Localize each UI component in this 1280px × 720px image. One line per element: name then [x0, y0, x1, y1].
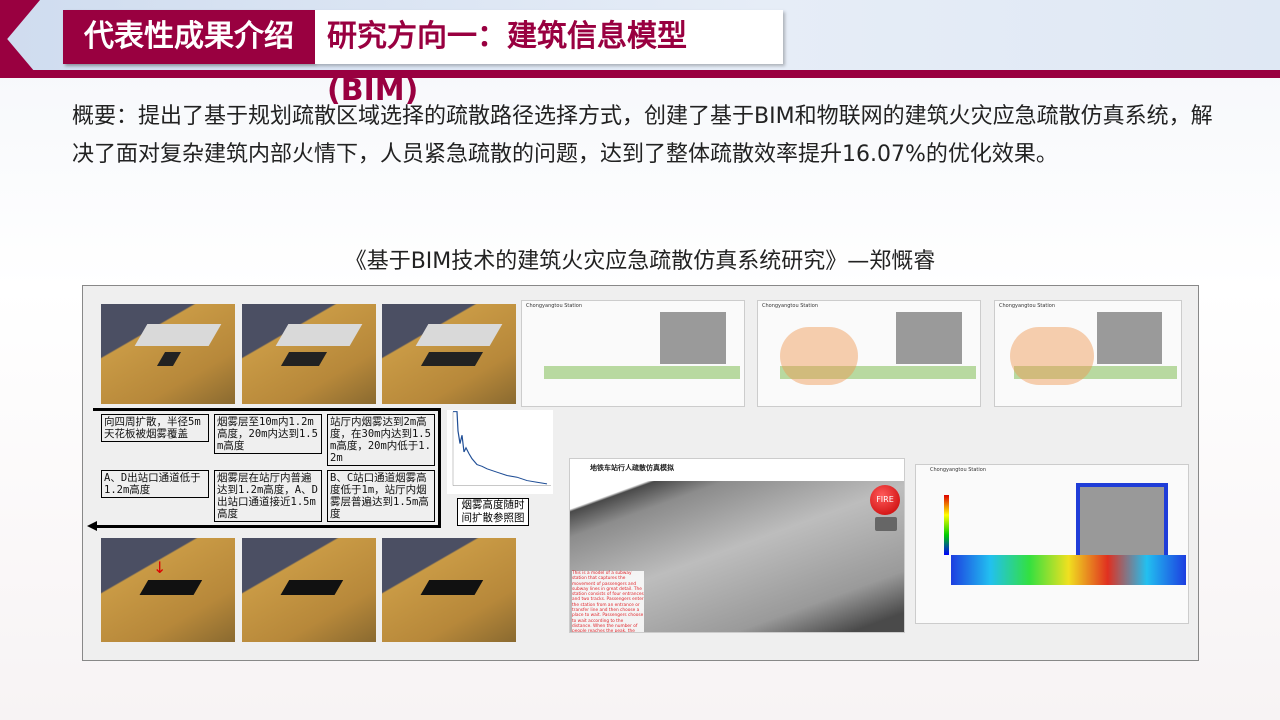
flow-arrow: [93, 525, 441, 528]
evacuation-simulation-3d: 地铁车站行人疏散仿真模拟 This is a model of a subway…: [569, 458, 905, 633]
station-plan-3: Chongyangtou Station: [994, 300, 1182, 407]
flow-box: 烟雾层在站厅内普遍达到1.2m高度，A、D出站口通道接近1.5m高度: [214, 470, 322, 522]
flow-diagram: [93, 408, 441, 528]
flow-box: A、D出站口通道低于1.2m高度: [101, 470, 209, 498]
chart-caption: 烟雾高度随时间扩散参照图: [457, 498, 529, 526]
figure-panel: Chongyangtou Station Chongyangtou Statio…: [82, 285, 1199, 661]
figure-caption: 《基于BIM技术的建筑火灾应急疏散仿真系统研究》—郑慨睿: [344, 249, 936, 274]
arrow-left-icon: [87, 521, 97, 531]
sim-description: This is a model of a subway station that…: [572, 571, 644, 632]
flow-box: 站厅内烟雾达到2m高度，在30m内达到1.5m高度，20m内低于1.2m: [327, 414, 435, 466]
smoke-render-5: [242, 538, 376, 642]
smoke-render-6: [382, 538, 516, 642]
arrow-down-icon: ↓: [153, 558, 167, 577]
plan-header: Chongyangtou Station: [999, 303, 1055, 309]
flow-box: 向四周扩散，半径5m天花板被烟雾覆盖: [101, 414, 209, 442]
plan-header: Chongyangtou Station: [526, 303, 582, 309]
fire-alarm-button[interactable]: FIRE: [870, 485, 900, 515]
evacuation-heatmap: Chongyangtou Station: [915, 464, 1189, 624]
summary-text: 概要：提出了基于规划疏散区域选择的疏散路径选择方式，创建了基于BIM和物联网的建…: [72, 104, 1213, 167]
section-title: 代表性成果介绍: [63, 10, 315, 64]
smoke-render-4: ↓: [101, 538, 235, 642]
station-plan-2: Chongyangtou Station: [757, 300, 981, 407]
smoke-render-1: [101, 304, 235, 404]
smoke-render-3: [382, 304, 516, 404]
header-band: [0, 70, 1280, 78]
smoke-height-chart: [447, 410, 553, 494]
smoke-render-2: [242, 304, 376, 404]
flow-box: B、C站口通道烟雾高度低于1m，站厅内烟雾层普遍达到1.5m高度: [327, 470, 435, 522]
slide-title: 研究方向一：建筑信息模型 (BIM): [315, 10, 783, 108]
plan-header: Chongyangtou Station: [930, 467, 986, 473]
plan-header: Chongyangtou Station: [762, 303, 818, 309]
smoke-height-line: [453, 411, 548, 485]
fire-alarm-base: [875, 517, 897, 531]
station-plan-1: Chongyangtou Station: [521, 300, 745, 407]
sim-title: 地铁车站行人疏散仿真模拟: [590, 464, 674, 472]
flow-box: 烟雾层至10m内1.2m高度，20m内达到1.5m高度: [214, 414, 322, 454]
